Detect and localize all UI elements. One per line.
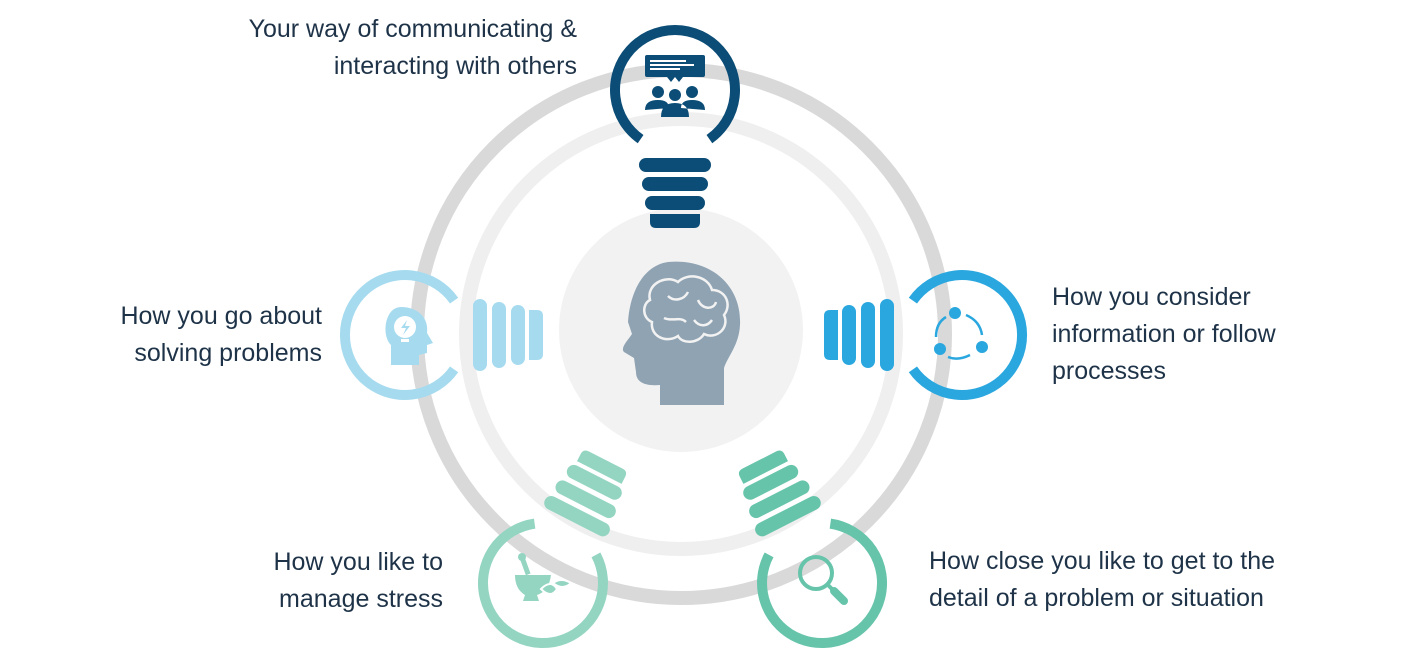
- label-information-processes: How you consider information or follow p…: [1052, 279, 1276, 390]
- label-line: information or follow: [1052, 320, 1276, 348]
- bulb-left: [345, 275, 543, 395]
- chat-group-icon: [645, 55, 705, 117]
- label-manage-stress: How you like to manage stress: [273, 544, 443, 618]
- label-line: How you like to: [273, 548, 443, 576]
- bulb-right: [824, 275, 1022, 395]
- label-line: solving problems: [134, 339, 322, 367]
- bulb-top: [615, 30, 735, 228]
- label-line: How you consider: [1052, 283, 1251, 311]
- label-line: Your way of communicating &: [248, 15, 577, 43]
- label-line: manage stress: [279, 585, 443, 613]
- label-line: processes: [1052, 357, 1166, 385]
- label-communicating: Your way of communicating & interacting …: [249, 11, 577, 85]
- cycle-process-icon: [934, 307, 988, 360]
- mortar-pestle-leaf-icon: [515, 553, 573, 601]
- label-detail-problem: How close you like to get to the detail …: [929, 543, 1275, 617]
- bulb-bottom-left: [462, 433, 659, 655]
- label-line: How you go about: [120, 302, 322, 330]
- head-brain-icon: [622, 261, 741, 405]
- bulb-bottom-right: [706, 433, 903, 655]
- label-line: interacting with others: [333, 52, 577, 80]
- label-line: How close you like to get to the: [929, 547, 1276, 575]
- label-solving-problems: How you go about solving problems: [120, 298, 322, 372]
- magnifier-icon: [798, 555, 848, 605]
- label-line: detail of a problem or situation: [929, 584, 1264, 612]
- head-lightbulb-icon: [385, 307, 433, 365]
- inner-ring: [459, 112, 903, 556]
